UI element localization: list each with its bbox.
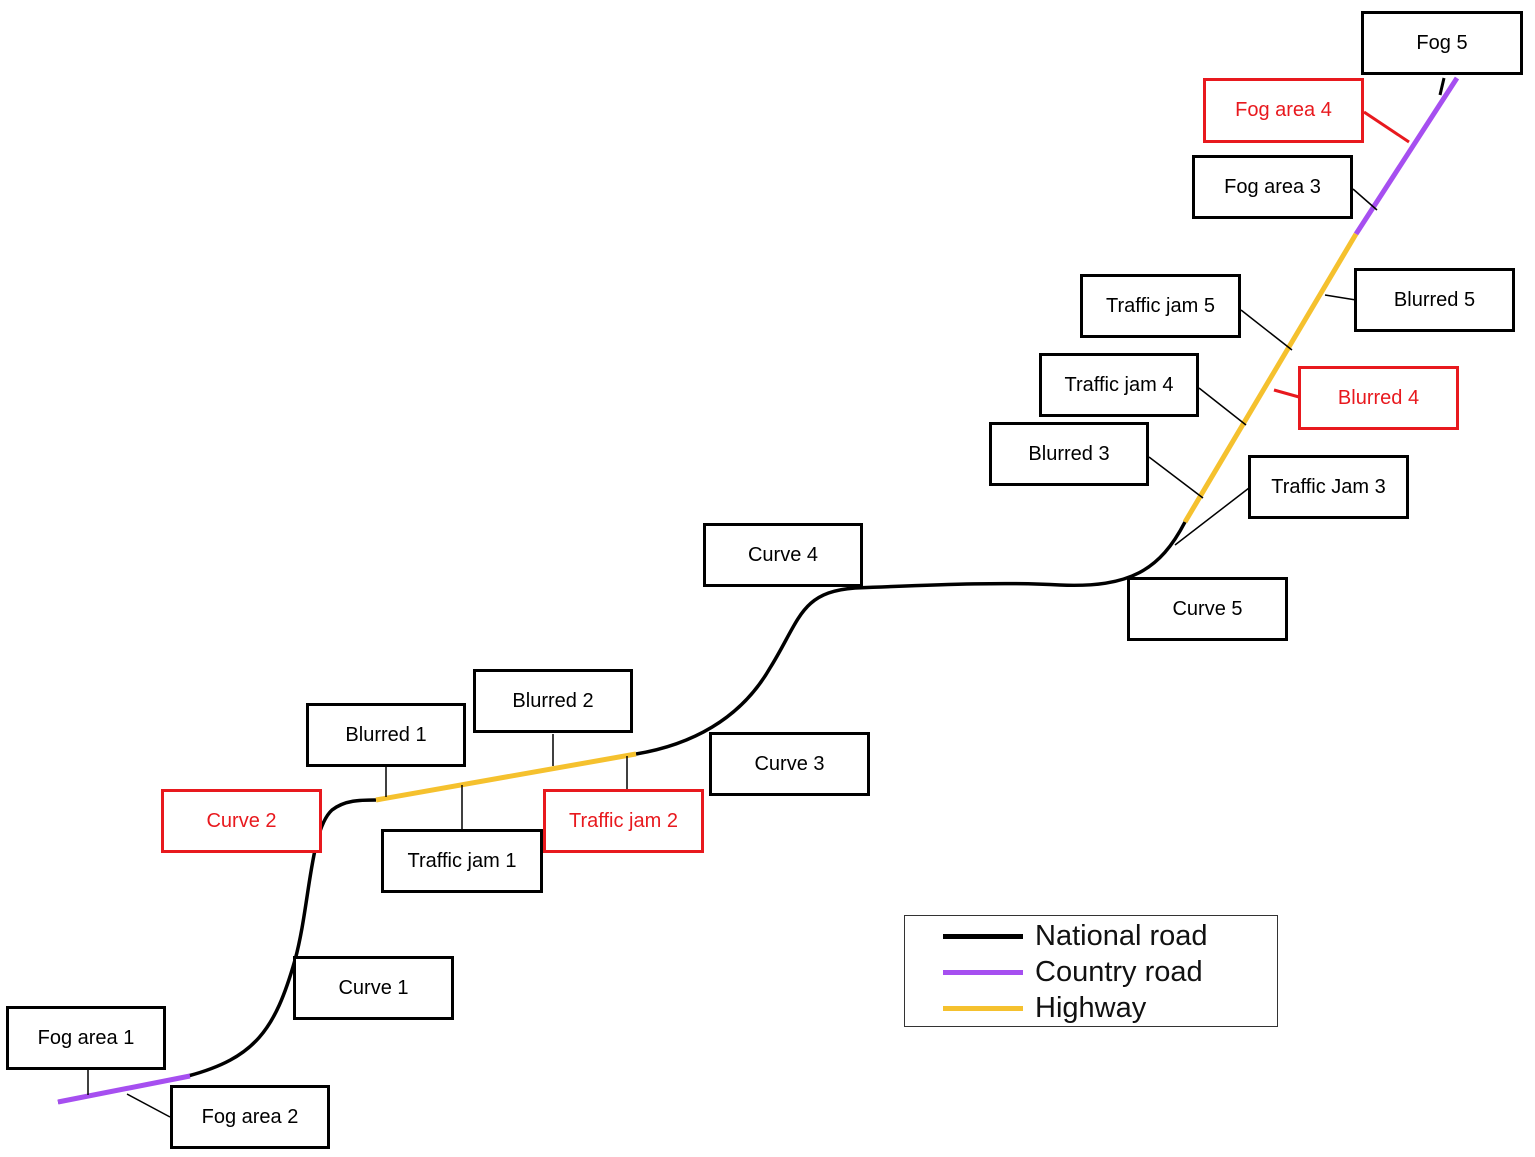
label-fog5: Fog 5 [1361,11,1523,75]
label-curve5: Curve 5 [1127,577,1288,641]
legend-label: National road [1035,919,1208,952]
label-traffic-jam5: Traffic jam 5 [1080,274,1241,338]
label-blurred1: Blurred 1 [306,703,466,767]
legend-label: Highway [1035,991,1147,1024]
label-fog-area1: Fog area 1 [6,1006,166,1070]
national-road-path [1438,77,1446,96]
legend: National road Country road Highway [904,915,1278,1027]
label-traffic-jam3: Traffic Jam 3 [1248,455,1409,519]
label-blurred5: Blurred 5 [1354,268,1515,332]
country-road-segment [57,1073,191,1105]
national-road-path [635,521,1187,756]
connector-fog-area3 [1352,188,1378,211]
label-traffic-jam1: Traffic jam 1 [381,829,543,893]
label-curve3: Curve 3 [709,732,870,796]
connector-fog-area4 [1363,110,1410,144]
label-curve4: Curve 4 [703,523,863,587]
connector-traffic-jam3 [1174,487,1250,546]
label-blurred3: Blurred 3 [989,422,1149,486]
label-fog-area4: Fog area 4 [1203,78,1364,143]
country-road-segment [1353,76,1460,236]
connector-blurred5 [1324,294,1357,301]
legend-swatch-highway [943,1005,1023,1011]
label-blurred2: Blurred 2 [473,669,633,733]
label-fog-area3: Fog area 3 [1192,155,1353,219]
label-curve1: Curve 1 [293,956,454,1020]
connector-blurred3 [1148,456,1204,499]
label-blurred4: Blurred 4 [1298,366,1459,430]
legend-item-national-road: National road [905,918,1277,954]
connector-traffic-jam4 [1198,387,1247,426]
legend-item-country-road: Country road [905,954,1277,990]
label-curve2: Curve 2 [161,789,322,853]
highway-segment [375,751,637,803]
legend-label: Country road [1035,955,1203,988]
label-fog-area2: Fog area 2 [170,1085,330,1149]
connector-traffic-jam5 [1240,309,1293,351]
connector-blurred4 [1273,388,1300,399]
legend-swatch-national-road [943,933,1023,939]
label-traffic-jam4: Traffic jam 4 [1039,353,1199,417]
legend-swatch-country-road [943,969,1023,975]
legend-item-highway: Highway [905,990,1277,1026]
highway-segment [1182,232,1359,524]
connector-fog-area2 [126,1093,171,1118]
national-road-path [57,798,377,1104]
label-traffic-jam2: Traffic jam 2 [543,789,704,853]
